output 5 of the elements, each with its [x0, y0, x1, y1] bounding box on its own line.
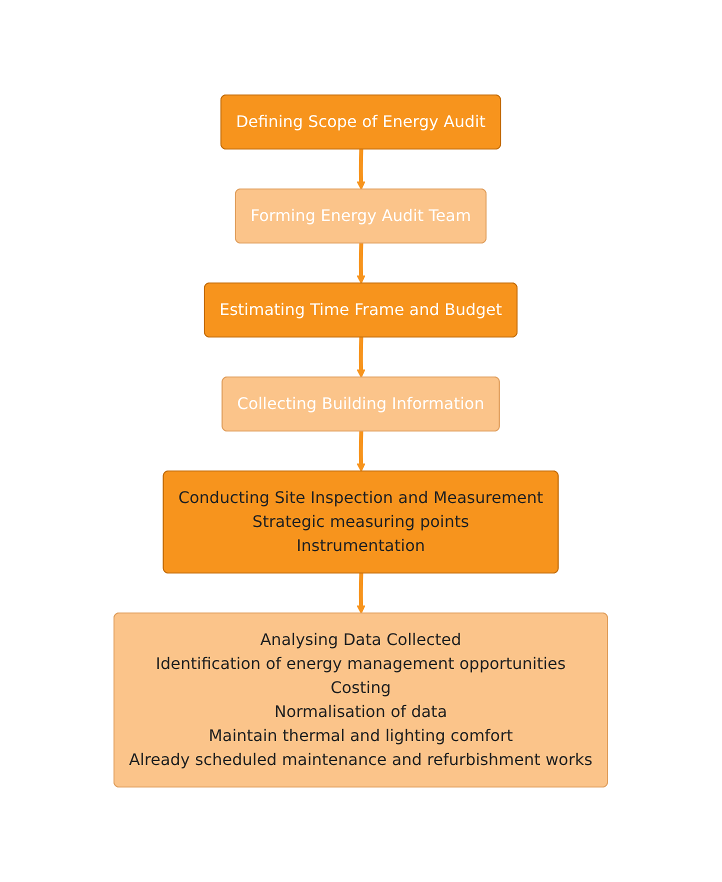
arrow: [356, 573, 366, 614]
arrow: [356, 149, 366, 190]
arrow: [356, 243, 366, 284]
arrow: [356, 337, 366, 378]
arrow: [356, 431, 366, 472]
